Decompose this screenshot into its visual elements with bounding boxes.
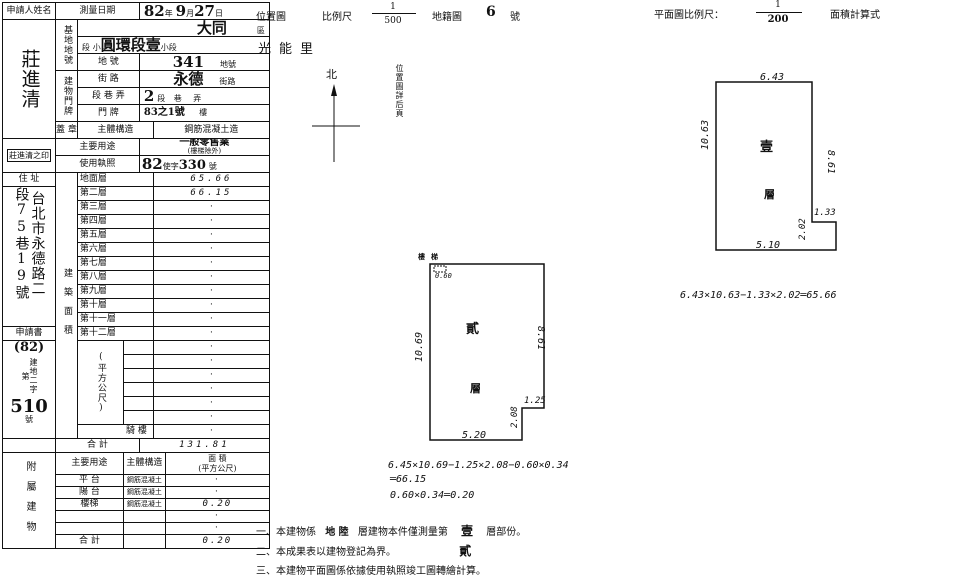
- plan1-right-dim: 8.61: [825, 150, 836, 175]
- plan2-notch-height: 2.08: [510, 406, 520, 428]
- seal-stamp: 莊進清之印: [2, 138, 56, 173]
- plan2-formula-line3: 0.60×0.34═0.20: [390, 490, 475, 501]
- license: 82使字330 號: [138, 155, 270, 173]
- plan-scale-bar: [756, 12, 802, 13]
- plan1-notch-width: 1.33: [814, 208, 836, 218]
- address: 段75巷19號台北市永德路二: [2, 186, 56, 327]
- applicant-name: 莊進清: [2, 19, 56, 139]
- plan1-notch-height: 2.02: [798, 218, 808, 240]
- scale-numerator: 1: [390, 2, 396, 12]
- plan2-stair-dim: 0.60: [435, 272, 452, 280]
- plan1-area-formula: 6.43×10.63−1.33×2.02═65.66: [680, 290, 837, 301]
- plan1-floor-char: 壹: [760, 140, 774, 155]
- location-map-label: 位置圖: [256, 12, 286, 23]
- first-floor-outline: [715, 81, 837, 251]
- main-use: 一般零售業(樓梯除外): [138, 138, 270, 156]
- plan-scale-denominator: 200: [767, 14, 789, 25]
- plan1-floor-label: 層: [764, 188, 775, 201]
- location-note: 位置圖詳后頁: [395, 64, 404, 118]
- plan2-notch-width: 1.25: [524, 396, 546, 406]
- cadastral-label: 地籍圖: [432, 12, 462, 23]
- note-2: 二、本成果表以建物登記為界。 貳: [256, 544, 472, 558]
- annex-total: 0.20: [164, 534, 270, 549]
- cadastral-number: 6: [486, 4, 496, 20]
- plan2-right-dim: 8.61: [535, 326, 546, 351]
- plan1-left-dim: 10.63: [700, 119, 711, 150]
- scale-fraction-bar: [372, 13, 416, 14]
- area-unit-label: (平方公尺): [76, 340, 124, 425]
- annex-label: 附屬建物: [2, 452, 56, 549]
- cadastral-suffix: 號: [510, 12, 520, 23]
- area-calc-label: 面積計算式: [830, 10, 880, 21]
- plan1-bottom-dim: 5.10: [756, 240, 781, 251]
- note-3: 三、本建物平面圖係依據使用執照竣工圖轉繪計算。: [256, 566, 486, 577]
- seal-icon: 莊進清之印: [7, 149, 51, 162]
- plan2-formula-line1: 6.45×10.69−1.25×2.08−0.60×0.34: [388, 460, 569, 471]
- plan2-floor-label: 層: [470, 382, 481, 395]
- plan2-stair-label: 樓梯: [418, 252, 444, 261]
- second-floor-outline: [429, 263, 545, 441]
- village-name: 光能里: [258, 42, 322, 57]
- north-label: 北: [326, 68, 337, 81]
- survey-date: 82年 9月27日: [138, 2, 270, 20]
- plan1-top-dim: 6.43: [760, 72, 785, 83]
- plan2-left-dim: 10.69: [414, 331, 425, 362]
- plan2-formula-line2: ═66.15: [390, 474, 427, 485]
- stair-notch: [433, 265, 447, 273]
- north-arrow-icon: [312, 84, 360, 162]
- plan2-floor-char: 貳: [466, 322, 480, 337]
- plan2-bottom-dim: 5.20: [462, 430, 487, 441]
- note-1: 一、本建物係 地 陸 層建物本件僅測量第 壹 層部份。: [256, 524, 527, 538]
- plan-scale-label: 平面圖比例尺：: [654, 10, 724, 21]
- scale-label: 比例尺: [322, 12, 352, 23]
- scale-denominator: 500: [384, 16, 402, 26]
- plan-scale-numerator: 1: [775, 0, 781, 10]
